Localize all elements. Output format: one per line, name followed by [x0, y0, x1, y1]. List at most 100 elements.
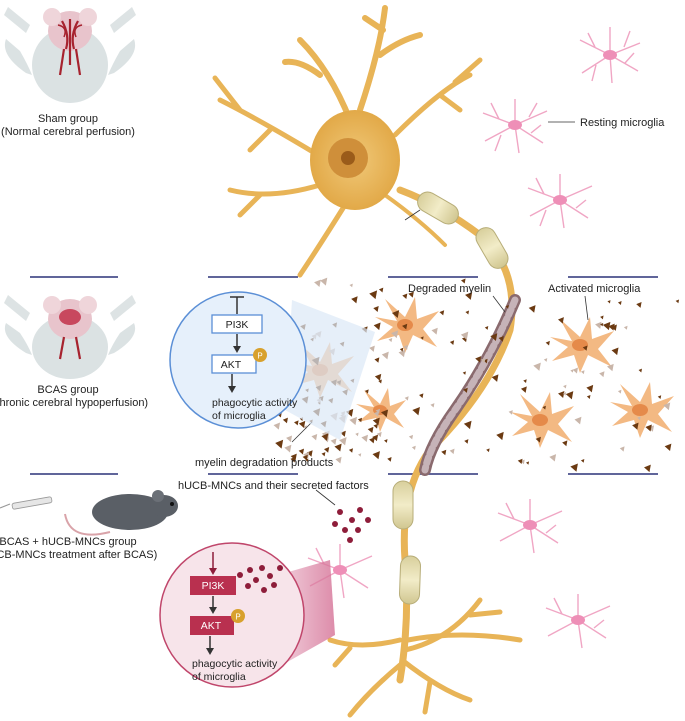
degraded-myelin-label: Degraded myelin	[408, 283, 491, 295]
debris-particle	[505, 304, 509, 309]
debris-particle	[320, 277, 328, 286]
debris-particle	[305, 458, 309, 463]
debris-particle	[298, 420, 306, 428]
treat-group-title: BCAS + hUCB-MNCs group	[0, 536, 137, 548]
debris-particle	[340, 430, 346, 437]
debris-particle	[475, 356, 482, 363]
debris-particle	[321, 452, 326, 457]
phosphate-label-top: P	[257, 352, 262, 361]
debris-particle	[330, 438, 337, 445]
debris-particle	[491, 374, 499, 382]
debris-particle	[364, 389, 369, 394]
debris-particle	[608, 323, 615, 331]
secreted-factor-dot	[355, 527, 361, 533]
debris-particle	[286, 435, 293, 443]
debris-particle	[486, 448, 490, 453]
debris-particle	[380, 409, 389, 418]
secreted-factor-dots	[237, 507, 371, 593]
debris-particle	[623, 325, 628, 330]
debris-particle	[617, 301, 622, 306]
debris-particle	[638, 368, 642, 373]
debris-particle	[419, 393, 424, 399]
debris-particle	[321, 433, 329, 441]
debris-particle	[644, 464, 651, 473]
debris-particle	[369, 437, 375, 444]
debris-particle	[404, 396, 409, 401]
debris-particle	[391, 330, 399, 339]
secreted-factor-dot	[347, 537, 353, 543]
debris-particle	[374, 411, 380, 417]
secreted-factor-dot	[259, 565, 265, 571]
secreted-factor-dot	[349, 517, 355, 523]
debris-particle	[323, 447, 330, 453]
debris-particle	[372, 434, 379, 442]
myelin-products-label: myelin degradation products	[195, 457, 334, 469]
debris-particle	[462, 371, 466, 375]
debris-particle	[574, 416, 582, 425]
debris-particle	[645, 424, 652, 432]
bcas-mouse-icon	[4, 295, 136, 379]
debris-particle	[464, 439, 469, 444]
debris-particle	[376, 431, 382, 438]
secreted-factor-dot	[357, 507, 363, 513]
debris-particle	[303, 451, 310, 459]
akt-label-top: AKT	[221, 359, 242, 371]
debris-particle	[357, 417, 363, 423]
pi3k-label-top: PI3K	[226, 319, 249, 331]
debris-particle	[520, 459, 525, 465]
secreted-factor-dot	[253, 577, 259, 583]
secreted-factor-dot	[277, 565, 283, 571]
bcas-group-title: BCAS group	[37, 384, 98, 396]
debris-particle	[282, 417, 288, 424]
debris-particle	[460, 331, 469, 340]
secreted-factor-dot	[245, 583, 251, 589]
debris-particle	[302, 454, 308, 461]
debris-particle	[632, 422, 639, 430]
debris-particle	[373, 306, 379, 312]
debris-particle	[563, 384, 567, 389]
debris-particle	[542, 405, 546, 410]
debris-particle	[606, 363, 614, 372]
debris-particle	[275, 439, 284, 449]
debris-particle	[391, 310, 400, 319]
debris-particle	[463, 420, 472, 430]
debris-particle	[361, 434, 369, 443]
debris-particle	[664, 443, 672, 451]
debris-particle	[339, 437, 347, 446]
debris-particle	[617, 389, 622, 394]
secreted-factor-dot	[237, 572, 243, 578]
debris-particle	[346, 408, 354, 417]
secreted-factor-dot	[337, 509, 343, 515]
akt-box-bottom	[190, 616, 234, 635]
debris-particle	[526, 461, 530, 465]
debris-particle	[533, 362, 541, 371]
phosphate-label-bottom: P	[235, 613, 240, 622]
debris-particle	[412, 406, 420, 416]
debris-particle	[388, 337, 393, 343]
debris-particle	[358, 453, 362, 457]
debris-particle	[595, 321, 602, 329]
activated-microglia-label: Activated microglia	[548, 283, 641, 295]
bcas-group-subtitle: (Chronic cerebral hypoperfusion)	[0, 397, 148, 409]
sham-group-title: Sham group	[38, 113, 98, 125]
debris-particle	[517, 458, 523, 464]
pi3k-box-bottom	[190, 576, 236, 595]
debris-particle	[498, 335, 504, 342]
debris-particle	[465, 292, 473, 300]
debris-particle	[484, 326, 489, 330]
debris-particle	[294, 420, 299, 426]
debris-particle	[520, 386, 527, 393]
outcome-bottom-line2: of microglia	[192, 671, 246, 683]
debris-particle	[449, 340, 455, 345]
debris-particle	[351, 296, 358, 304]
debris-particle	[373, 423, 378, 429]
debris-particle	[663, 402, 671, 411]
outcome-top-line2: of microglia	[212, 410, 266, 422]
debris-particle	[586, 394, 591, 399]
debris-particle	[637, 416, 641, 421]
debris-particle	[374, 357, 380, 363]
debris-particle	[543, 358, 548, 362]
debris-particle	[387, 456, 392, 462]
debris-particle	[335, 456, 342, 464]
debris-particle	[398, 349, 406, 358]
